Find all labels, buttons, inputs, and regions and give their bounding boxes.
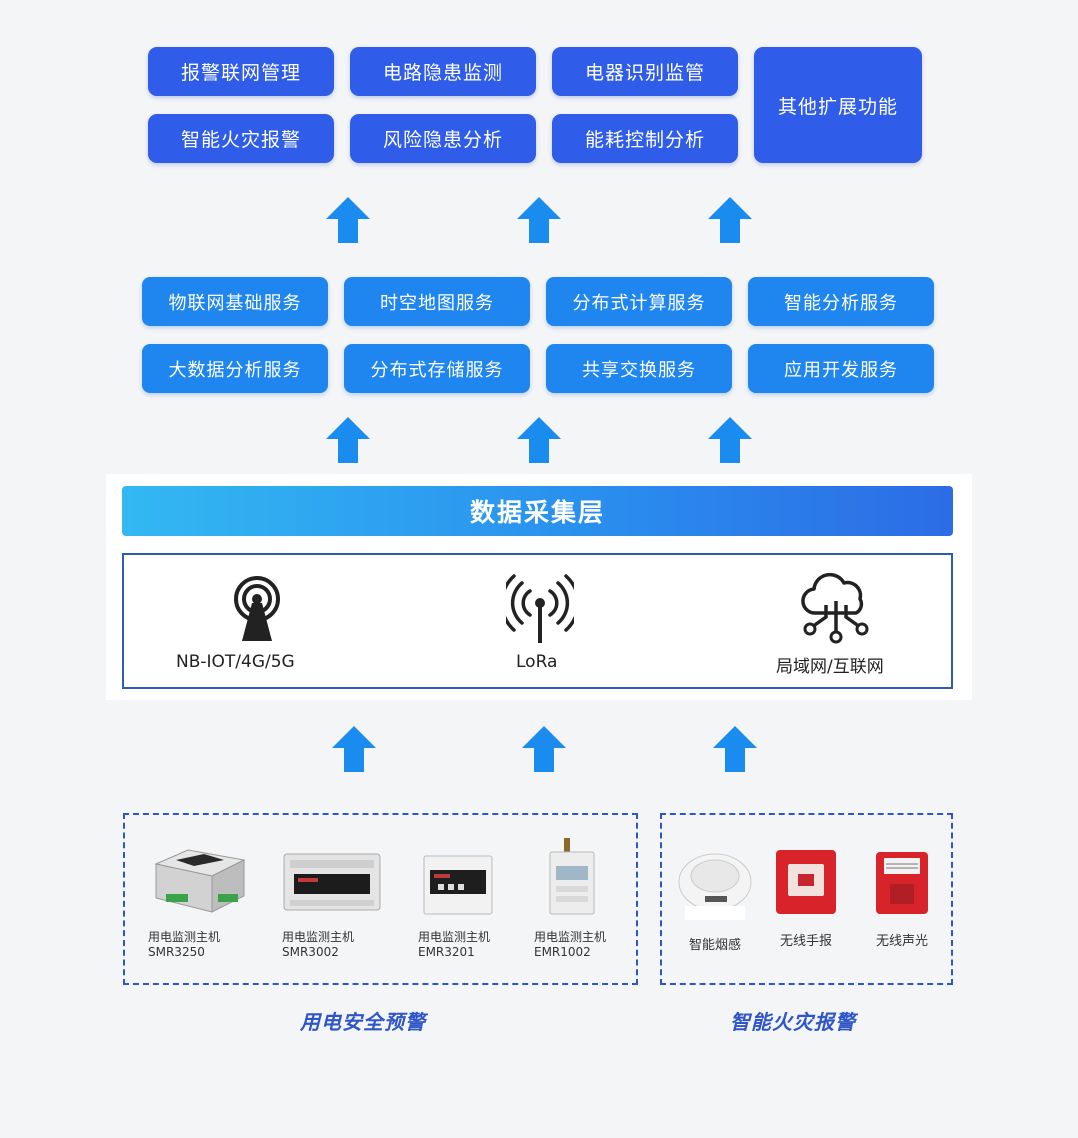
device-sounder-strobe[interactable]: 无线声光 xyxy=(868,846,936,949)
app-energy-control-button[interactable]: 能耗控制分析 xyxy=(552,114,738,163)
up-arrow-icon xyxy=(517,417,561,463)
app-appliance-recognition-button[interactable]: 电器识别监管 xyxy=(552,47,738,96)
monitor-device-image xyxy=(154,849,246,913)
network-label: NB-IOT/4G/5G xyxy=(176,652,295,672)
device-emr3201[interactable]: 用电监测主机 EMR3201 xyxy=(418,846,498,960)
network-label: 局域网/互联网 xyxy=(776,657,884,677)
data-layer-title: 数据采集层 xyxy=(122,486,953,536)
up-arrow-icon xyxy=(332,726,376,772)
device-smr3002[interactable]: 用电监测主机 SMR3002 xyxy=(282,846,382,960)
manual-call-point-image xyxy=(776,850,836,914)
up-arrow-icon xyxy=(326,197,370,243)
network-label: LoRa xyxy=(516,652,558,672)
network-lora: LoRa xyxy=(484,555,594,691)
network-box: NB-IOT/4G/5G LoRa xyxy=(122,553,953,689)
up-arrow-icon xyxy=(708,417,752,463)
cloud-network-icon xyxy=(801,572,869,644)
device-model: EMR3201 xyxy=(418,945,475,959)
monitor-device-image xyxy=(423,855,493,915)
up-arrow-icon xyxy=(708,197,752,243)
device-name: 用电监测主机 xyxy=(282,930,355,944)
service-distributed-storage[interactable]: 分布式存储服务 xyxy=(344,344,530,393)
fire-alarm-label: 智能火灾报警 xyxy=(730,1010,856,1034)
device-model: SMR3002 xyxy=(282,945,339,959)
device-name: 无线手报 xyxy=(779,934,832,949)
device-emr1002[interactable]: 用电监测主机 EMR1002 xyxy=(534,836,614,960)
app-circuit-hazard-button[interactable]: 电路隐患监测 xyxy=(350,47,536,96)
electric-safety-group xyxy=(123,813,638,985)
app-alarm-network-button[interactable]: 报警联网管理 xyxy=(148,47,334,96)
device-model: EMR1002 xyxy=(534,945,591,959)
device-model: SMR3250 xyxy=(148,945,205,959)
up-arrow-icon xyxy=(517,197,561,243)
sounder-strobe-image xyxy=(876,852,928,914)
service-big-data[interactable]: 大数据分析服务 xyxy=(142,344,328,393)
app-other-extensions-button[interactable]: 其他扩展功能 xyxy=(754,47,922,163)
service-distributed-compute[interactable]: 分布式计算服务 xyxy=(546,277,732,326)
network-nbiot: NB-IOT/4G/5G xyxy=(164,555,344,691)
fire-alarm-group xyxy=(660,813,953,985)
network-lan: 局域网/互联网 xyxy=(764,555,924,691)
app-fire-alarm-button[interactable]: 智能火灾报警 xyxy=(148,114,334,163)
cell-tower-icon xyxy=(234,576,280,641)
service-app-development[interactable]: 应用开发服务 xyxy=(748,344,934,393)
service-spatiotemporal-map[interactable]: 时空地图服务 xyxy=(344,277,530,326)
lora-antenna-icon xyxy=(506,574,574,643)
service-iot-base[interactable]: 物联网基础服务 xyxy=(142,277,328,326)
monitor-device-image xyxy=(549,838,595,915)
up-arrow-icon xyxy=(522,726,566,772)
monitor-device-image xyxy=(283,853,381,911)
app-risk-analysis-button[interactable]: 风险隐患分析 xyxy=(350,114,536,163)
device-smr3250[interactable]: 用电监测主机 SMR3250 xyxy=(148,846,248,960)
up-arrow-icon xyxy=(713,726,757,772)
device-name: 无线声光 xyxy=(875,934,928,949)
smoke-detector-image xyxy=(678,853,752,920)
service-shared-exchange[interactable]: 共享交换服务 xyxy=(546,344,732,393)
up-arrow-icon xyxy=(326,417,370,463)
device-name: 用电监测主机 xyxy=(418,930,491,944)
service-intelligent-analysis[interactable]: 智能分析服务 xyxy=(748,277,934,326)
device-name: 用电监测主机 xyxy=(534,930,607,944)
device-name: 用电监测主机 xyxy=(148,930,221,944)
device-smoke-detector[interactable]: 智能烟感 xyxy=(675,846,755,953)
device-name: 智能烟感 xyxy=(688,938,741,953)
electric-safety-label: 用电安全预警 xyxy=(300,1010,426,1034)
device-manual-call-point[interactable]: 无线手报 xyxy=(772,846,840,949)
